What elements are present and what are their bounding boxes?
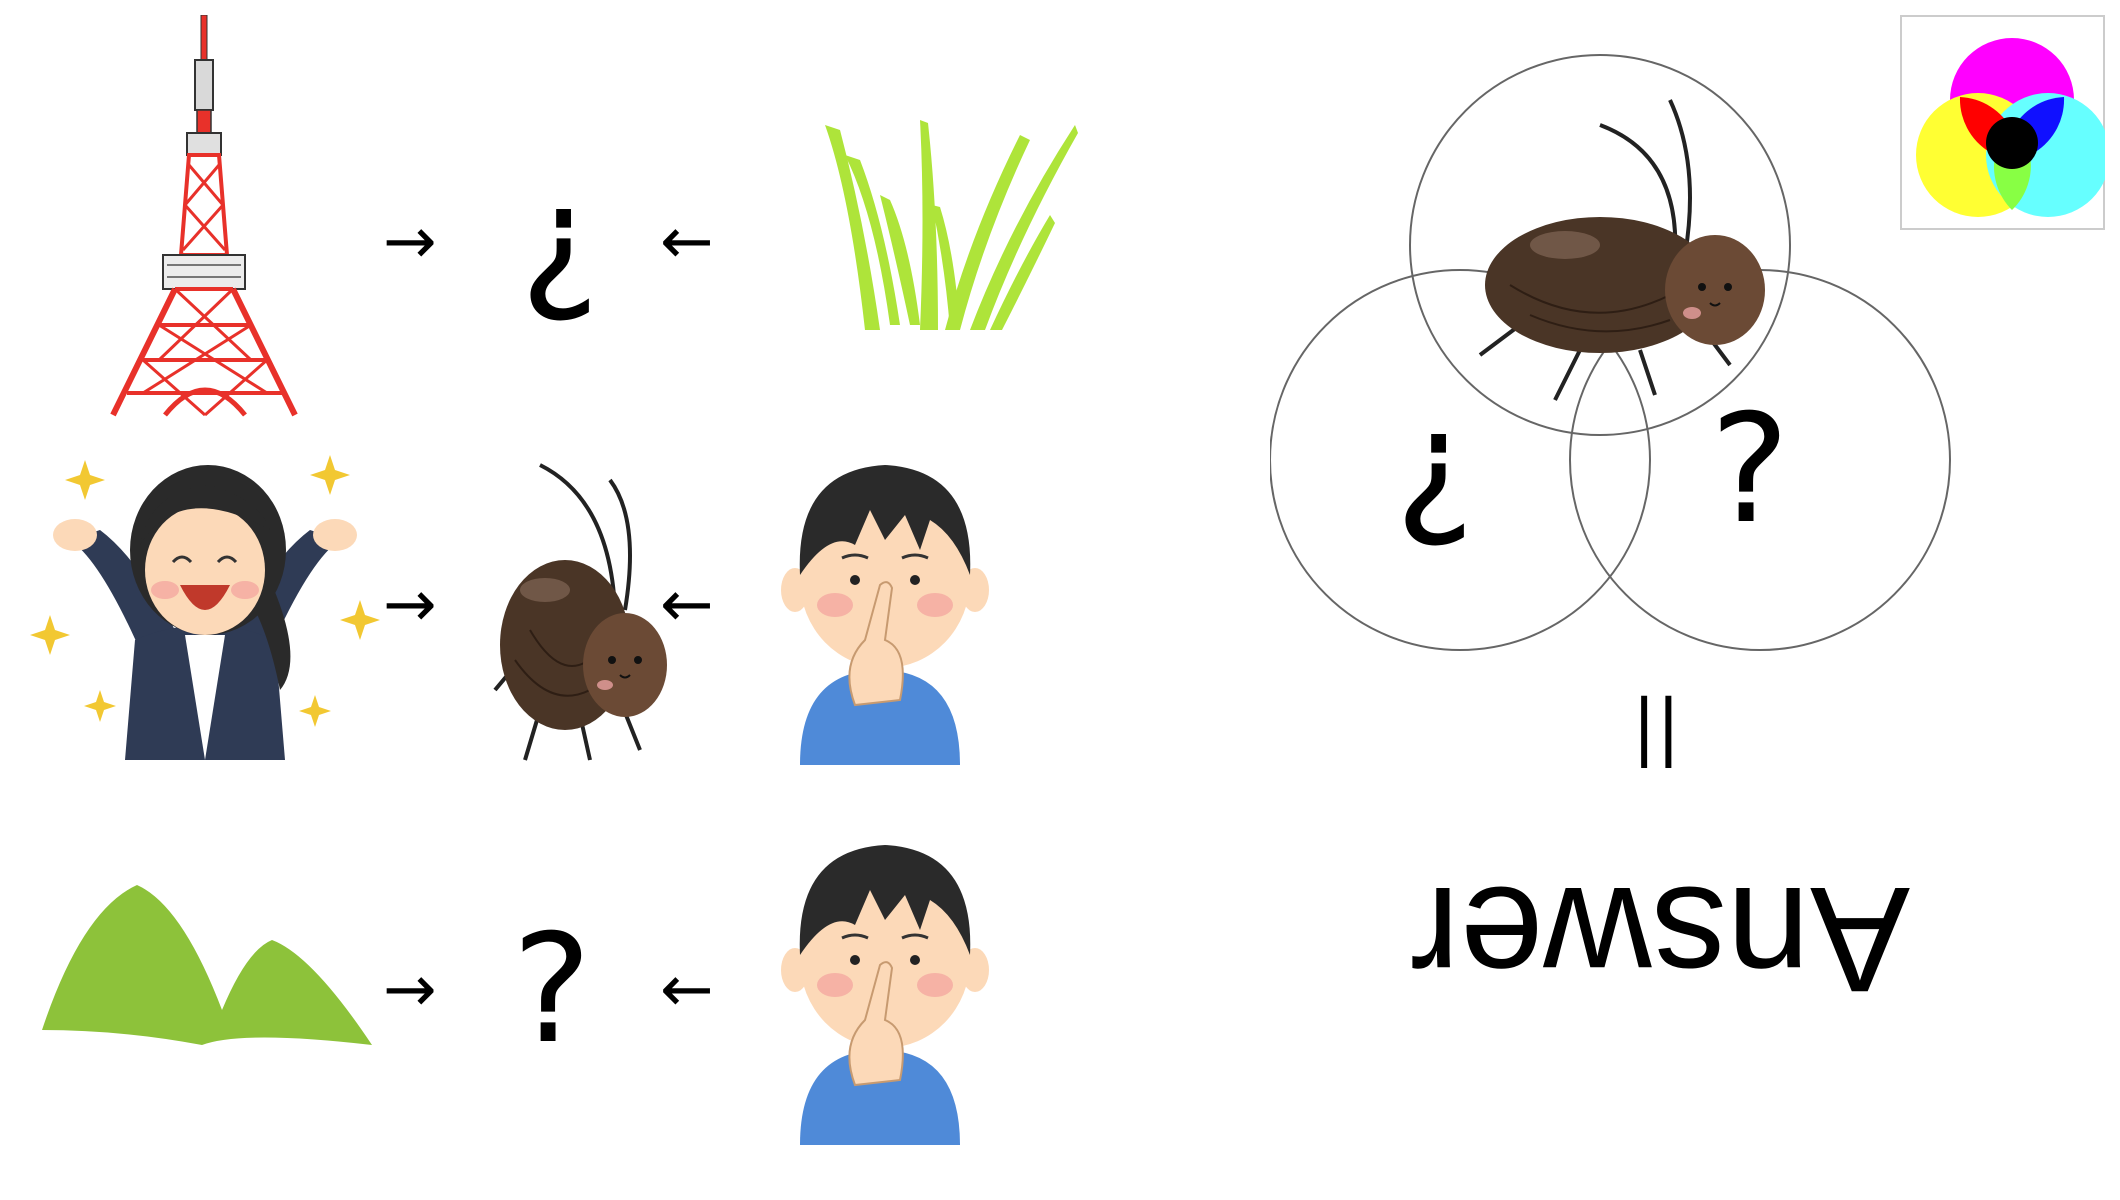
- grass-illustration: [825, 120, 1078, 330]
- row1-left-arrow: →: [383, 205, 437, 279]
- sparkle-icon: [65, 460, 105, 500]
- venn-right-question-mark: ?: [1710, 383, 1790, 557]
- row3-left-arrow: →: [383, 953, 437, 1027]
- row3-right-arrow: ←: [660, 953, 714, 1027]
- answer-text: Answer: [1409, 856, 1911, 1024]
- venn-circle-top: [1409, 54, 1791, 436]
- venn-left-inverted-question-mark: ¿: [1395, 378, 1475, 552]
- row2-right-arrow: ←: [660, 568, 714, 642]
- cricket-illustration: [493, 463, 667, 761]
- row2-left-arrow: →: [383, 568, 437, 642]
- venn-circle-left: [1270, 269, 1651, 651]
- equals-sign-rotated: ||: [1632, 684, 1681, 768]
- tokyo-tower-illustration: [110, 15, 298, 417]
- shushing-boy-illustration-2: [781, 845, 989, 1145]
- shushing-boy-illustration: [781, 465, 989, 765]
- venn-diagram: [1270, 54, 1951, 651]
- color-mixing-icon: [1900, 15, 2105, 230]
- mountains-illustration: [42, 885, 372, 1045]
- row3-question-mark: ?: [512, 903, 592, 1077]
- row1-inverted-question-mark: ¿: [520, 153, 600, 327]
- cricket-illustration-venn: [1478, 99, 1765, 401]
- happy-woman-illustration: [30, 455, 380, 760]
- answer-label: Answer: [1370, 856, 1950, 1024]
- row1-right-arrow: ←: [660, 205, 714, 279]
